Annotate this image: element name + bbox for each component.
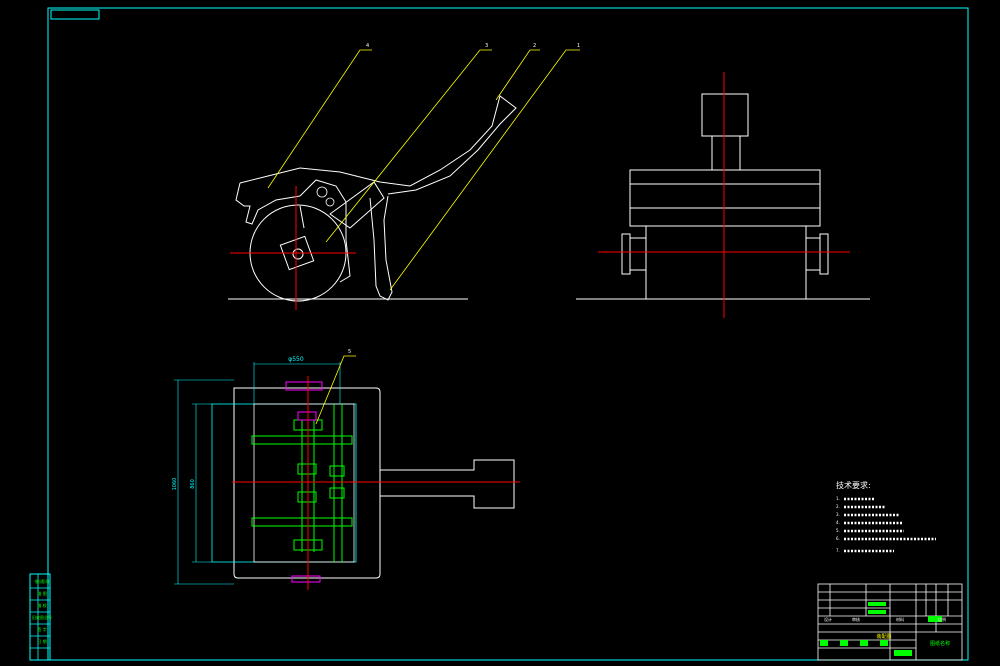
side-strip-item: 描 图 <box>37 590 46 596</box>
callout-2: 2 <box>533 43 536 49</box>
title-block-drawing-name: 装配图 <box>876 633 891 640</box>
tech-requirement-item: 1. <box>836 496 840 501</box>
side-strip-item: 借(通)用 <box>34 578 49 584</box>
callout-5: 5 <box>348 349 351 355</box>
tech-requirement-item: 5. <box>836 528 840 533</box>
callout-1: 1 <box>577 43 580 49</box>
side-strip-item: 日 期 <box>37 638 46 644</box>
title-block-designer: 设计 <box>824 616 832 622</box>
side-strip-item: 描 校 <box>37 602 46 608</box>
callout-3: 3 <box>485 43 488 49</box>
dimension-vertical-1: 1060 <box>172 478 178 491</box>
tech-requirement-item: 6. <box>836 536 840 541</box>
side-view: 4 3 2 1 <box>228 43 580 310</box>
tech-requirements: 技术要求: 1. 2. 3. 4. 5. 6. 7. <box>836 480 936 553</box>
drawing-frame <box>29 7 969 661</box>
side-strip-item: 旧底图总号 <box>32 614 52 620</box>
tech-requirements-title: 技术要求: <box>836 480 871 490</box>
side-strip: 借(通)用 描 图 描 校 旧底图总号 签 字 日 期 <box>30 574 52 660</box>
tech-requirement-item: 7. <box>836 548 840 553</box>
tech-requirement-item: 4. <box>836 520 840 525</box>
title-block-material: 材料 <box>896 616 904 622</box>
top-view: φ550 1060 860 5 <box>172 349 520 590</box>
title-block-scale: 比例 <box>938 616 946 622</box>
front-view <box>576 93 870 300</box>
tech-requirement-item: 2. <box>836 504 840 509</box>
dimension-wheel-diameter: φ550 <box>288 356 304 363</box>
side-strip-item: 签 字 <box>37 626 46 632</box>
title-block-checker: 审核 <box>852 616 860 622</box>
title-block-school: 图纸名称 <box>930 640 950 647</box>
title-block: 设计 审核 材料 比例 装配图 图纸名称 <box>817 583 963 661</box>
dimension-vertical-2: 860 <box>190 479 196 489</box>
callout-4: 4 <box>366 43 369 49</box>
tech-requirement-item: 3. <box>836 512 840 517</box>
